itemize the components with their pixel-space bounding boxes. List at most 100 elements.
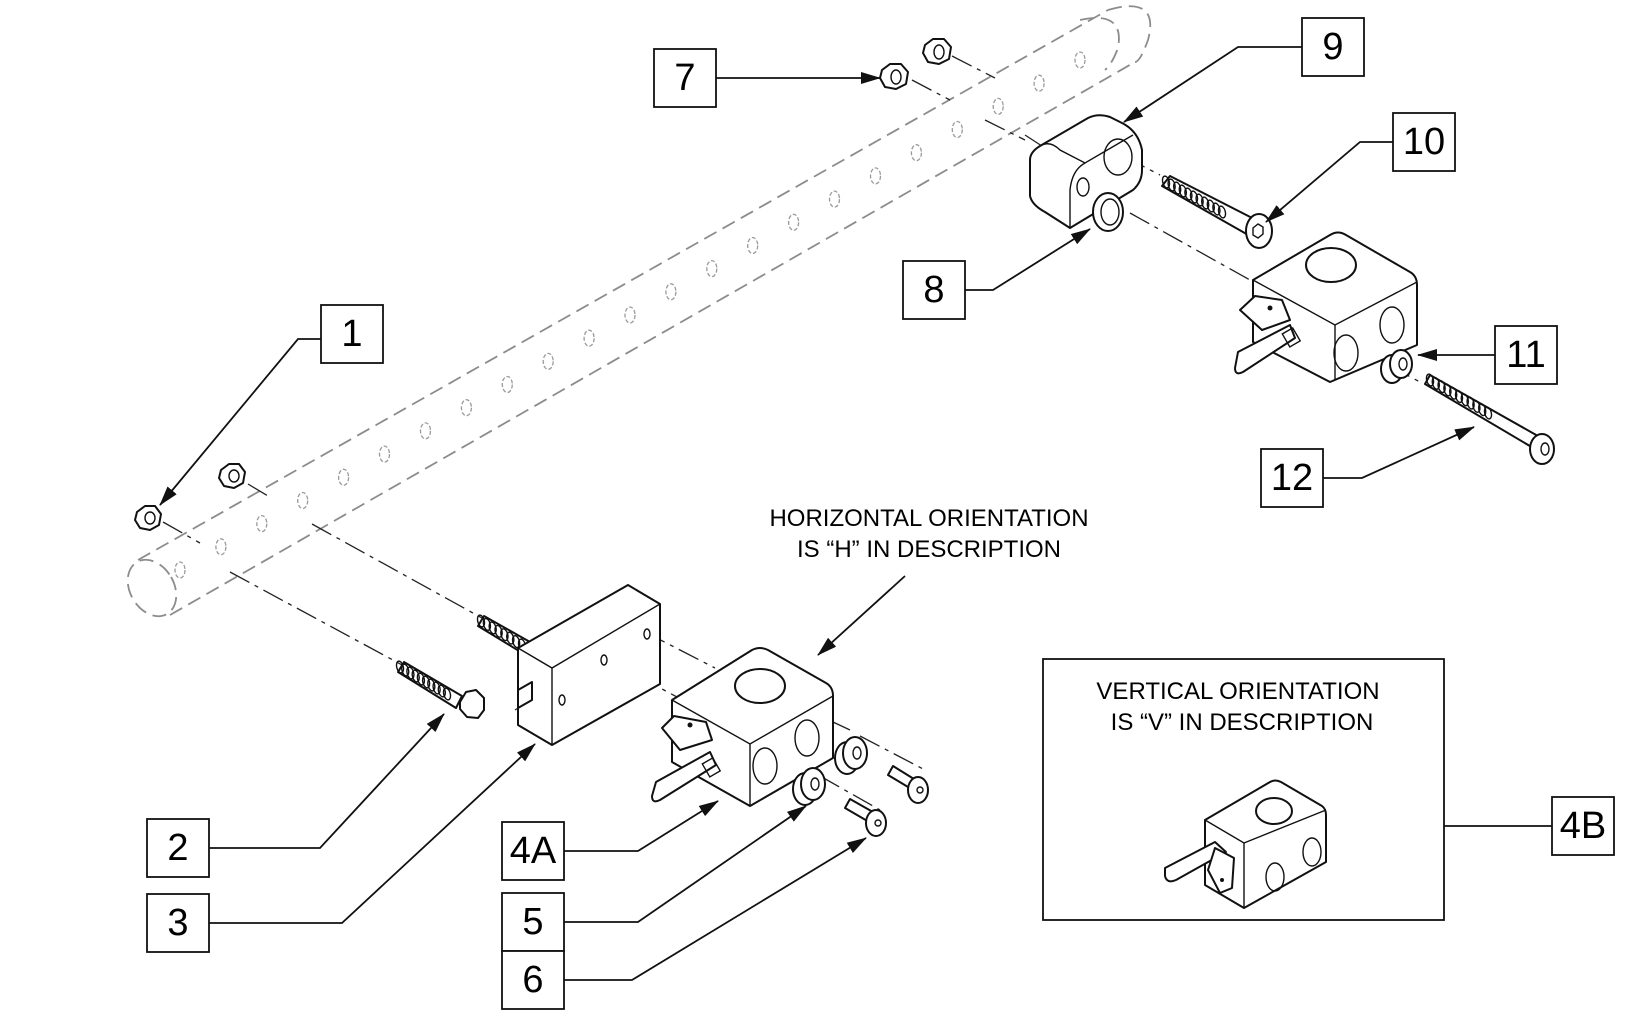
lock-nut-upper-left [218,463,246,489]
callout-7-label: 7 [674,57,695,99]
callout-4a[interactable]: 4A [501,821,565,881]
thread-ring [1425,373,1435,387]
tube-hole [706,259,718,278]
callout-12[interactable]: 12 [1260,448,1324,508]
callout-11[interactable]: 11 [1494,325,1558,385]
clamp-block-vertical [1164,779,1327,909]
thread-ring [1472,399,1481,413]
thread-ring [1172,181,1182,195]
callout-5[interactable]: 5 [501,892,565,952]
leader-4a [564,800,719,852]
flat-head-screw [1161,175,1273,249]
callout-4a-label: 4A [510,830,557,872]
tube-hole [828,190,841,208]
tube-hole [542,352,554,371]
button-head-screw-short-b [887,765,929,804]
thread-ring [1161,175,1171,189]
tube-hole [583,329,595,347]
leader-1 [159,338,321,506]
callout-9[interactable]: 9 [1301,17,1365,77]
thread-ring [1195,193,1204,207]
callout-4b-label: 4B [1560,805,1606,847]
vertical-note-line2: IS “V” IN DESCRIPTION [1111,709,1374,736]
callout-3[interactable]: 3 [146,893,210,953]
tube-hole [1074,51,1086,69]
lock-nut-upper-right-b [922,38,952,65]
callout-8[interactable]: 8 [902,260,966,320]
thread-ring [1483,406,1493,420]
leader-2 [209,713,445,849]
callout-6-label: 6 [522,959,543,1001]
leader-6 [564,837,867,981]
leader-5 [564,805,807,923]
callout-6[interactable]: 6 [501,950,565,1010]
thread-ring [395,660,405,674]
callout-11-label: 11 [1506,334,1545,376]
thread-ring [1454,389,1464,404]
thread-ring [406,666,415,680]
thread-ring [411,669,420,683]
mounting-block [1029,114,1143,229]
horizontal-note-line2: IS “H” IN DESCRIPTION [797,536,1061,563]
callout-10-label: 10 [1403,121,1445,163]
spacer-bushing-lower-a [792,767,826,806]
leader-lines [159,46,1552,981]
callout-2-label: 2 [167,827,188,869]
leader-12 [1323,426,1475,479]
leader-horizontal-note [817,575,906,656]
tube-hole [910,144,923,162]
thread-ring [421,675,431,689]
callout-9-label: 9 [1322,26,1343,68]
thread-ring [1477,403,1487,417]
tube-hole [501,375,513,394]
thread-ring [400,663,410,677]
tube-hole [256,514,268,533]
tube-hole [624,306,636,324]
callout-10[interactable]: 10 [1392,112,1456,172]
callout-12-label: 12 [1271,457,1313,499]
horizontal-orientation-note: HORIZONTAL ORIENTATION IS “H” IN DESCRIP… [769,505,1088,563]
thread-ring [1167,178,1176,192]
tube-hole [1033,74,1045,92]
callout-4b[interactable]: 4B [1551,796,1615,856]
button-head-screw-short-a [844,798,887,837]
leader-9 [1123,46,1302,123]
callout-7[interactable]: 7 [653,48,717,108]
thread-ring [1443,383,1452,397]
thread-ring [442,687,452,701]
tube-hole [297,491,309,510]
tube-hole [665,283,677,301]
horizontal-note-line1: HORIZONTAL ORIENTATION [769,505,1088,532]
thread-ring [1206,199,1216,213]
thread-ring [1466,396,1475,410]
thread-ring [1431,376,1441,390]
tube-hole [419,422,432,440]
thread-ring [437,684,447,698]
tube-hole [378,445,391,463]
lock-nut-lower-left [134,505,162,531]
inset-frame [1042,658,1445,921]
tube-hole [747,236,759,255]
leader-10 [1265,141,1393,223]
tube-hole [215,538,227,556]
callout-8-label: 8 [923,269,944,311]
phantom-tube [126,5,1152,618]
thread-ring [1212,202,1221,216]
hex-head-bolt [395,660,485,719]
mounting-bar [517,584,661,746]
lock-nut-upper-right-a [879,63,909,90]
tube-hole [174,561,186,579]
callout-3-label: 3 [167,902,188,944]
tube-hole [337,468,350,486]
button-head-screw-long [1424,373,1555,465]
tube-hole [460,399,473,417]
spacer-bushing-upper [1380,349,1413,384]
callout-2[interactable]: 2 [146,818,210,878]
tube-hole [951,120,963,139]
leader-8 [965,228,1091,291]
thread-ring [1217,205,1227,219]
thread-ring [416,672,426,686]
callout-1[interactable]: 1 [320,304,384,364]
tube-hole [787,213,800,231]
